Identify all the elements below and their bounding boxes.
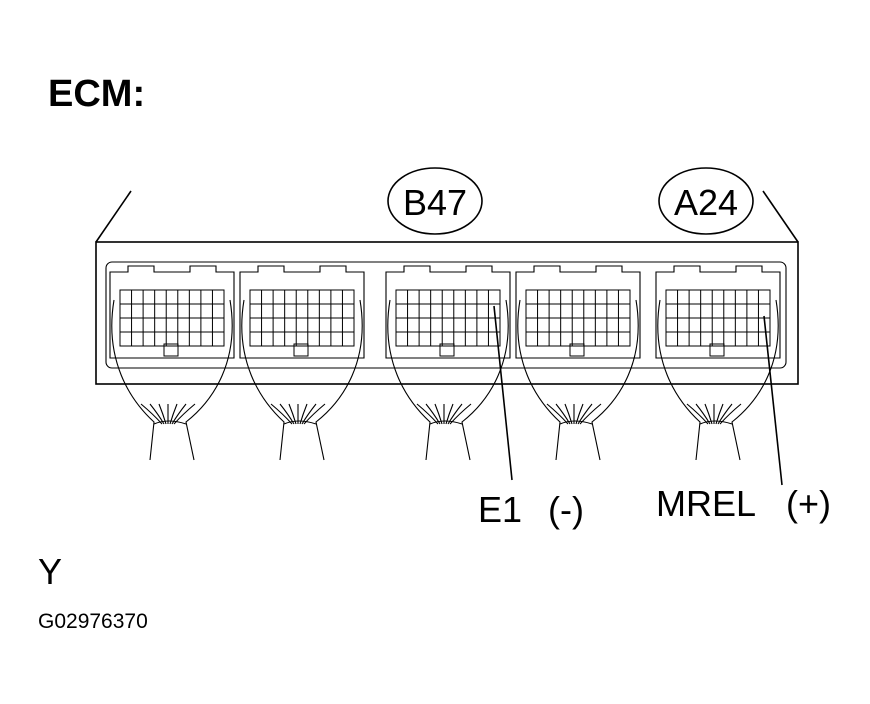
wire-strand bbox=[279, 403, 295, 425]
wire-harness-left bbox=[657, 299, 701, 461]
wire-bundle-tie bbox=[283, 420, 317, 425]
wire-strand bbox=[173, 403, 196, 425]
figure-id: G02976370 bbox=[38, 610, 148, 633]
wire-strand bbox=[575, 403, 584, 425]
wire-strand bbox=[717, 403, 733, 425]
wire-harness-left bbox=[387, 299, 431, 461]
wire-strand bbox=[416, 403, 439, 425]
connector-shell bbox=[385, 265, 511, 359]
wire-harness-right bbox=[731, 299, 779, 461]
connector-blocks bbox=[109, 265, 781, 461]
wire-strand bbox=[270, 403, 293, 425]
wire-strand bbox=[140, 403, 163, 425]
wire-strand bbox=[288, 403, 297, 425]
wire-strand bbox=[449, 403, 472, 425]
connector-shell bbox=[655, 265, 781, 359]
wire-harness-left bbox=[517, 299, 561, 461]
connector-callout-a24: A24 bbox=[658, 167, 754, 235]
connector-key bbox=[293, 343, 309, 357]
wire-strand bbox=[171, 403, 187, 425]
wire-strand bbox=[149, 403, 165, 425]
wire-strand bbox=[303, 403, 326, 425]
e1-leader-line bbox=[493, 305, 513, 481]
connector-key bbox=[439, 343, 455, 357]
terminal-mrel-label: MREL bbox=[656, 483, 756, 524]
wire-strand bbox=[686, 403, 709, 425]
ecm-housing bbox=[95, 190, 799, 385]
wire-strand bbox=[447, 403, 463, 425]
wire-harness-right bbox=[185, 299, 233, 461]
diagram-title: ECM: bbox=[48, 73, 145, 115]
wire-harness-left bbox=[241, 299, 285, 461]
connector-a24-label: A24 bbox=[674, 182, 738, 223]
wire-bundle-tie bbox=[699, 420, 733, 425]
wire-strand bbox=[425, 403, 441, 425]
wire-strand bbox=[555, 403, 571, 425]
terminal-mrel-polarity: (+) bbox=[786, 483, 831, 524]
mrel-leader-line bbox=[763, 315, 783, 486]
wire-strand bbox=[564, 403, 573, 425]
wire-strand bbox=[704, 403, 713, 425]
connector-block bbox=[385, 265, 511, 461]
wire-bundle-tie bbox=[153, 420, 187, 425]
wire-strand bbox=[445, 403, 454, 425]
connector-key bbox=[569, 343, 585, 357]
wire-strand bbox=[695, 403, 711, 425]
wire-strand bbox=[546, 403, 569, 425]
view-label: Y bbox=[38, 551, 62, 592]
connector-block bbox=[515, 265, 641, 461]
wire-harness-left bbox=[111, 299, 155, 461]
wire-strand bbox=[301, 403, 317, 425]
wire-harness-right bbox=[315, 299, 363, 461]
terminal-e1-label: E1 bbox=[478, 489, 522, 530]
connector-shell bbox=[239, 265, 365, 359]
wire-strand bbox=[579, 403, 602, 425]
wire-bundle-tie bbox=[429, 420, 463, 425]
wire-strand bbox=[169, 403, 178, 425]
wire-bundle-tie bbox=[559, 420, 593, 425]
wire-strand bbox=[715, 403, 724, 425]
connector-b47-label: B47 bbox=[403, 182, 467, 223]
wire-strand bbox=[719, 403, 742, 425]
connector-shell bbox=[515, 265, 641, 359]
wire-strand bbox=[299, 403, 308, 425]
wire-strand bbox=[158, 403, 167, 425]
connector-block bbox=[109, 265, 235, 461]
wire-harness-right bbox=[461, 299, 509, 461]
terminal-e1-polarity: (-) bbox=[548, 489, 584, 530]
connector-key bbox=[163, 343, 179, 357]
wire-harness-right bbox=[591, 299, 639, 461]
wire-strand bbox=[577, 403, 593, 425]
connector-callout-b47: B47 bbox=[387, 167, 483, 235]
connector-key bbox=[709, 343, 725, 357]
connector-shell bbox=[109, 265, 235, 359]
connector-block bbox=[655, 265, 781, 461]
wire-strand bbox=[434, 403, 443, 425]
connector-block bbox=[239, 265, 365, 461]
